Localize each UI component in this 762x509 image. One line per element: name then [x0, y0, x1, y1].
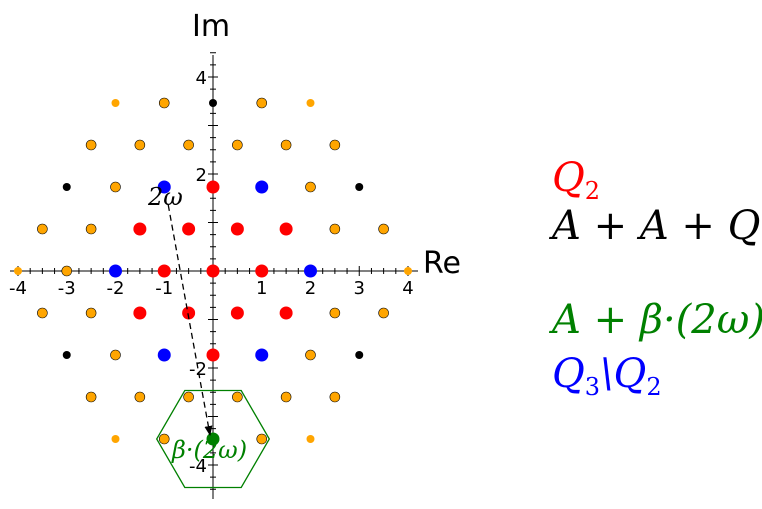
orange-point	[329, 307, 341, 319]
x-tick-label: 1	[256, 278, 267, 299]
legend-q3-tail-sub: 2	[646, 373, 662, 401]
red-point	[206, 348, 220, 362]
orange-point	[85, 139, 97, 151]
x-tick-label: -3	[58, 278, 76, 299]
orange-point	[378, 307, 389, 319]
y-tick-label: -4	[189, 456, 207, 477]
orange-point	[256, 97, 268, 109]
legend-q2: Q2	[552, 158, 600, 203]
orange-point	[183, 139, 194, 151]
legend-q2-main: Q	[552, 155, 585, 201]
red-point	[279, 306, 293, 320]
orange-point	[61, 265, 73, 277]
orange-point	[305, 181, 316, 193]
orange-point	[183, 391, 194, 403]
orange-point	[110, 181, 121, 193]
orange-point	[158, 97, 170, 109]
x-tick-label: 2	[305, 278, 316, 299]
red-point	[279, 222, 293, 236]
y-axis-label: Im	[192, 9, 230, 44]
orange-point	[306, 435, 315, 444]
orange-point	[280, 391, 292, 403]
x-tick-label: -1	[155, 278, 173, 299]
red-point	[133, 306, 147, 320]
blue-point	[109, 264, 122, 278]
blue-point	[304, 264, 317, 278]
orange-point	[404, 267, 412, 275]
red-point	[230, 306, 244, 320]
y-tick-label: 4	[196, 68, 207, 89]
lattice-points	[14, 97, 412, 446]
orange-point	[306, 98, 315, 107]
orange-point	[85, 391, 97, 403]
red-point	[255, 264, 269, 278]
orange-point	[85, 307, 97, 319]
legend-a-a-q2-sub: 2	[760, 225, 762, 253]
black-point	[355, 182, 364, 191]
y-tick-label: 2	[196, 165, 207, 186]
red-point	[230, 222, 244, 236]
legend-q3-tail: \Q	[600, 351, 647, 397]
hexagon-region	[155, 389, 271, 489]
legend-a-a-q2-main: A + A + Q	[552, 203, 761, 249]
red-point	[133, 222, 147, 236]
orange-point	[232, 139, 243, 151]
arrow	[167, 204, 213, 436]
orange-point	[111, 98, 120, 107]
black-point	[62, 351, 71, 360]
black-point	[209, 98, 217, 107]
blue-point	[157, 348, 171, 362]
x-tick-label: -4	[9, 278, 27, 299]
y-tick-label: -2	[189, 359, 207, 380]
orange-point	[329, 223, 341, 235]
x-tick-label: 3	[354, 278, 365, 299]
orange-point	[378, 223, 389, 235]
orange-point	[111, 435, 120, 444]
orange-point	[256, 433, 268, 445]
orange-point	[329, 391, 341, 403]
orange-point	[305, 349, 316, 361]
beta-two-omega-label: β·(2ω)	[171, 436, 247, 464]
orange-point	[110, 349, 121, 361]
legend-a-a-q2: A + A + Q2	[552, 206, 762, 251]
red-point	[182, 306, 196, 320]
orange-point	[329, 139, 341, 151]
black-point	[62, 182, 71, 191]
arrow-line	[167, 204, 213, 436]
red-point	[182, 222, 196, 236]
orange-point	[14, 267, 22, 275]
two-omega-label: 2ω	[147, 183, 183, 211]
red-point	[206, 180, 220, 194]
black-point	[355, 351, 364, 360]
orange-point	[280, 139, 292, 151]
blue-point	[157, 180, 171, 194]
orange-point	[134, 139, 146, 151]
orange-point	[37, 223, 48, 235]
blue-point	[255, 348, 269, 362]
red-point	[206, 264, 220, 278]
legend-q3-minus-q2: Q3\Q2	[552, 354, 662, 399]
orange-point	[37, 307, 48, 319]
blue-point	[255, 180, 269, 194]
orange-point	[85, 223, 97, 235]
legend-q2-sub: 2	[584, 177, 601, 205]
legend-a-beta: A + β·(2ω)	[552, 300, 762, 340]
orange-point	[232, 391, 243, 403]
legend-q3-main: Q	[552, 351, 585, 397]
hexagon	[155, 389, 271, 489]
x-tick-label: 4	[402, 278, 413, 299]
x-axis-label: Re	[423, 246, 461, 281]
legend-a-beta-main: A + β·(2ω)	[552, 297, 762, 343]
red-point	[157, 264, 171, 278]
legend-q3-sub: 3	[584, 373, 601, 401]
x-tick-label: -2	[107, 278, 125, 299]
orange-point	[134, 391, 146, 403]
orange-point	[158, 433, 170, 445]
